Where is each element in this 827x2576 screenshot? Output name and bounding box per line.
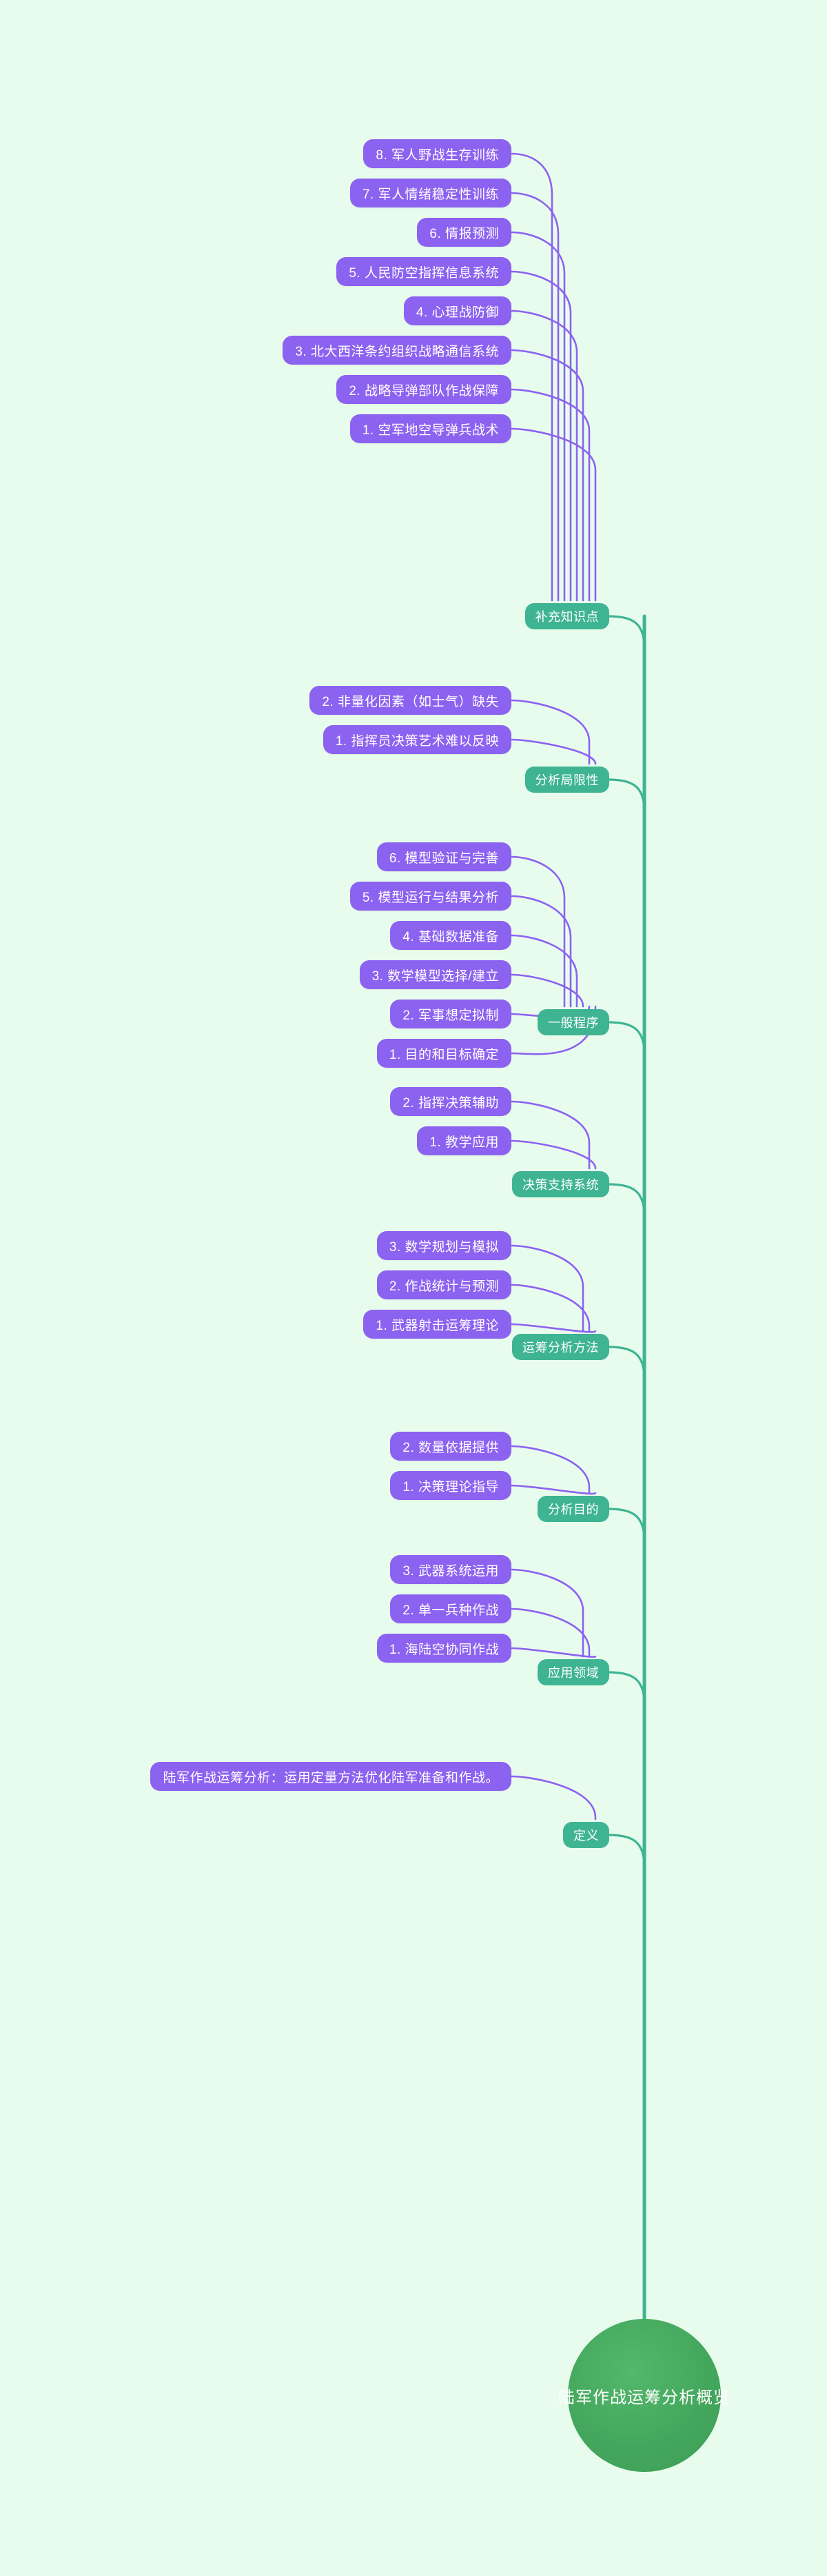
leaf-node[interactable]: 8. 军人野战生存训练 — [363, 139, 511, 168]
leaf-node-label: 3. 武器系统运用 — [402, 1563, 499, 1579]
leaf-node[interactable]: 6. 情报预测 — [417, 218, 511, 247]
branch-node-supplementary[interactable]: 补充知识点 — [524, 603, 609, 629]
leaf-node-label: 1. 目的和目标确定 — [389, 1047, 499, 1062]
branch-node-or-methods[interactable]: 运筹分析方法 — [512, 1334, 609, 1360]
branch-node-label: 补充知识点 — [535, 610, 599, 624]
leaf-node-label: 6. 情报预测 — [429, 226, 499, 241]
leaf-node[interactable]: 7. 军人情绪稳定性训练 — [349, 179, 511, 207]
leaf-node[interactable]: 2. 作战统计与预测 — [376, 1270, 511, 1299]
leaf-node[interactable]: 1. 目的和目标确定 — [376, 1039, 511, 1068]
leaf-node[interactable]: 5. 人民防空指挥信息系统 — [336, 257, 511, 286]
branch-node-procedure[interactable]: 一般程序 — [538, 1009, 609, 1035]
branch-node-label: 分析目的 — [548, 1503, 599, 1517]
leaf-node-label: 2. 非量化因素（如士气）缺失 — [322, 694, 499, 709]
leaf-node-label: 1. 决策理论指导 — [402, 1479, 499, 1494]
leaf-node[interactable]: 3. 数学模型选择/建立 — [359, 960, 511, 989]
leaf-node-label: 2. 军事想定拟制 — [402, 1008, 499, 1023]
leaf-node-label: 1. 教学应用 — [429, 1135, 499, 1150]
leaf-node[interactable]: 陆军作战运筹分析：运用定量方法优化陆军准备和作战。 — [150, 1762, 511, 1791]
branch-node-decision-support[interactable]: 决策支持系统 — [512, 1171, 609, 1197]
root-node[interactable]: 陆军作战运筹分析概览 — [558, 2319, 730, 2472]
branch-node-limitations[interactable]: 分析局限性 — [524, 767, 609, 793]
leaf-node-label: 2. 指挥决策辅助 — [402, 1095, 499, 1110]
leaf-node[interactable]: 2. 单一兵种作战 — [390, 1594, 511, 1623]
branch-node-label: 运筹分析方法 — [522, 1341, 599, 1355]
leaf-node-label: 5. 模型运行与结果分析 — [362, 890, 499, 905]
leaf-node[interactable]: 6. 模型验证与完善 — [376, 842, 511, 871]
leaf-node[interactable]: 3. 武器系统运用 — [390, 1555, 511, 1584]
leaf-node-label: 2. 数量依据提供 — [402, 1440, 499, 1455]
leaf-node-label: 7. 军人情绪稳定性训练 — [362, 187, 499, 202]
branch-node-application[interactable]: 应用领域 — [538, 1659, 609, 1685]
branch-node-label: 定义 — [573, 1829, 599, 1843]
branch-node-definition[interactable]: 定义 — [563, 1822, 609, 1848]
leaf-node-label: 4. 心理战防御 — [416, 305, 499, 320]
leaf-node-label: 3. 数学规划与模拟 — [389, 1239, 499, 1255]
leaf-node[interactable]: 3. 数学规划与模拟 — [376, 1231, 511, 1260]
leaf-node[interactable]: 2. 军事想定拟制 — [390, 1000, 511, 1028]
leaf-node[interactable]: 3. 北大西洋条约组织战略通信系统 — [283, 336, 511, 365]
leaf-node[interactable]: 2. 战略导弹部队作战保障 — [336, 375, 511, 404]
branch-node-label: 决策支持系统 — [522, 1178, 599, 1192]
root-node-label: 陆军作战运筹分析概览 — [558, 2388, 731, 2407]
leaf-node-label: 8. 军人野战生存训练 — [376, 148, 499, 163]
leaf-node-label: 3. 北大西洋条约组织战略通信系统 — [295, 344, 499, 359]
leaf-node-label: 2. 战略导弹部队作战保障 — [349, 383, 499, 398]
leaf-node-label: 陆军作战运筹分析：运用定量方法优化陆军准备和作战。 — [163, 1770, 499, 1785]
leaf-node[interactable]: 1. 海陆空协同作战 — [376, 1634, 511, 1663]
leaf-node-label: 1. 海陆空协同作战 — [389, 1642, 499, 1657]
leaf-node[interactable]: 1. 武器射击运筹理论 — [363, 1310, 511, 1339]
leaf-node-label: 4. 基础数据准备 — [402, 929, 499, 944]
leaf-node-label: 5. 人民防空指挥信息系统 — [349, 265, 499, 281]
leaf-node-label: 6. 模型验证与完善 — [389, 851, 499, 866]
leaf-node-label: 1. 武器射击运筹理论 — [376, 1318, 499, 1333]
leaf-node[interactable]: 2. 数量依据提供 — [390, 1432, 511, 1461]
leaf-node[interactable]: 2. 指挥决策辅助 — [390, 1087, 511, 1116]
branch-node-label: 分析局限性 — [535, 773, 599, 787]
branch-node-label: 应用领域 — [548, 1666, 599, 1680]
leaf-node-label: 2. 作战统计与预测 — [389, 1279, 499, 1294]
leaf-node[interactable]: 1. 教学应用 — [417, 1126, 511, 1155]
branch-node-purpose[interactable]: 分析目的 — [538, 1496, 609, 1522]
leaf-node[interactable]: 4. 基础数据准备 — [390, 921, 511, 950]
leaf-node-label: 3. 数学模型选择/建立 — [371, 968, 499, 984]
leaf-node[interactable]: 1. 指挥员决策艺术难以反映 — [323, 725, 511, 754]
leaf-node[interactable]: 2. 非量化因素（如士气）缺失 — [309, 686, 511, 715]
leaf-node[interactable]: 1. 决策理论指导 — [390, 1471, 511, 1500]
branch-node-label: 一般程序 — [548, 1016, 599, 1030]
leaf-node[interactable]: 5. 模型运行与结果分析 — [349, 882, 511, 911]
leaf-node[interactable]: 4. 心理战防御 — [403, 296, 511, 325]
leaf-node-label: 1. 指挥员决策艺术难以反映 — [335, 733, 499, 749]
leaf-node-label: 1. 空军地空导弹兵战术 — [362, 423, 499, 438]
leaf-node[interactable]: 1. 空军地空导弹兵战术 — [349, 414, 511, 443]
leaf-node-label: 2. 单一兵种作战 — [402, 1603, 499, 1618]
